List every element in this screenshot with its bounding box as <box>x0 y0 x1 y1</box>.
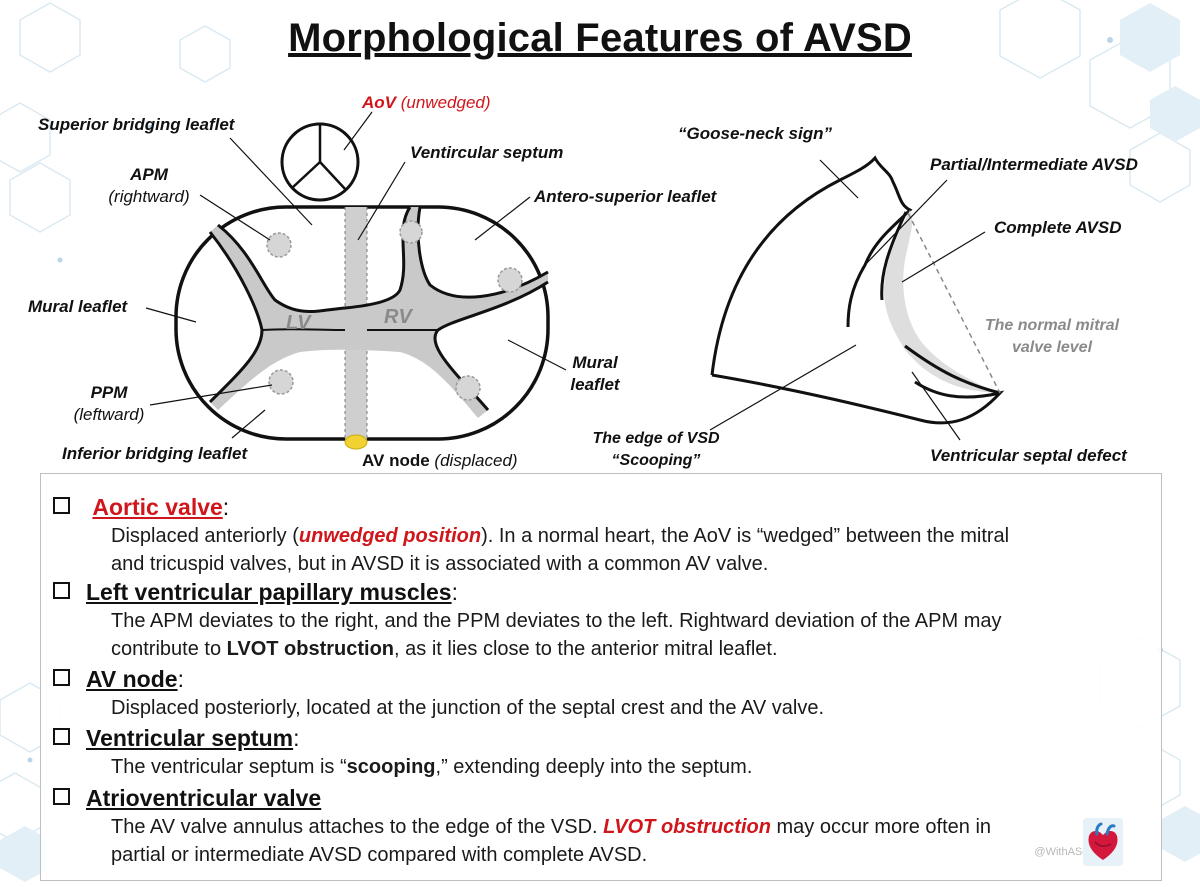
ppm-label: PPM(leftward) <box>73 383 145 424</box>
partial-intermediate-avsd-label: Partial/Intermediate AVSD <box>930 155 1138 174</box>
checkbox-icon <box>53 582 70 599</box>
note-body: The AV valve annulus attaches to the edg… <box>111 816 992 866</box>
checkbox-icon <box>53 788 70 805</box>
common-av-valve <box>145 111 567 450</box>
note-body: The APM deviates to the right, and the P… <box>111 610 1002 660</box>
goose-neck-diagram <box>709 155 1005 441</box>
note-aortic-valve: Aortic valve: Displaced anteriorly (unwe… <box>53 492 1153 578</box>
checkbox-icon <box>53 497 70 514</box>
apm-label: APM(rightward) <box>108 165 190 206</box>
aov-label: AoV (unwedged) <box>362 93 491 112</box>
superior-bridging-leaflet-label: Superior bridging leaflet <box>38 115 235 134</box>
complete-avsd-label: Complete AVSD <box>994 218 1122 237</box>
checkbox-icon <box>53 728 70 745</box>
ventricular-septum-label: Ventircular septum <box>410 143 564 162</box>
av-node-label: AV node (displaced) <box>362 451 518 470</box>
notes-panel: Aortic valve: Displaced anteriorly (unwe… <box>40 473 1162 881</box>
antero-superior-leaflet-label: Antero-superior leaflet <box>534 187 717 206</box>
note-body: The ventricular septum is “scooping,” ex… <box>111 756 753 778</box>
mural-leaflet-left-label: Mural leaflet <box>28 297 128 316</box>
note-body: Displaced posteriorly, located at the ju… <box>111 697 824 719</box>
note-body: Displaced anteriorly (unwedged position)… <box>111 525 1010 575</box>
note-heading: Atrioventricular valve <box>86 785 322 811</box>
note-papillary-muscles: Left ventricular papillary muscles: The … <box>53 577 1153 663</box>
checkbox-icon <box>53 669 70 686</box>
page-title: Morphological Features of AVSD <box>288 16 912 60</box>
note-av-node: AV node: Displaced posteriorly, located … <box>53 664 1153 722</box>
note-av-valve: Atrioventricular valve The AV valve annu… <box>53 783 1153 869</box>
goose-neck-sign-label: “Goose-neck sign” <box>678 124 832 143</box>
ventricular-septal-defect-label: Ventricular septal defect <box>930 446 1127 465</box>
note-heading: Ventricular septum <box>86 725 294 751</box>
avsd-diagram <box>145 111 1005 450</box>
vsd-edge-label: The edge of VSD“Scooping” <box>592 430 720 469</box>
note-ventricular-septum: Ventricular septum: The ventricular sept… <box>53 723 1153 781</box>
note-heading: Aortic valve <box>92 494 223 520</box>
note-heading: AV node <box>86 666 178 692</box>
inferior-bridging-leaflet-label: Inferior bridging leaflet <box>62 444 248 463</box>
note-heading: Left ventricular papillary muscles <box>86 579 452 605</box>
heart-logo-icon <box>1083 818 1123 866</box>
